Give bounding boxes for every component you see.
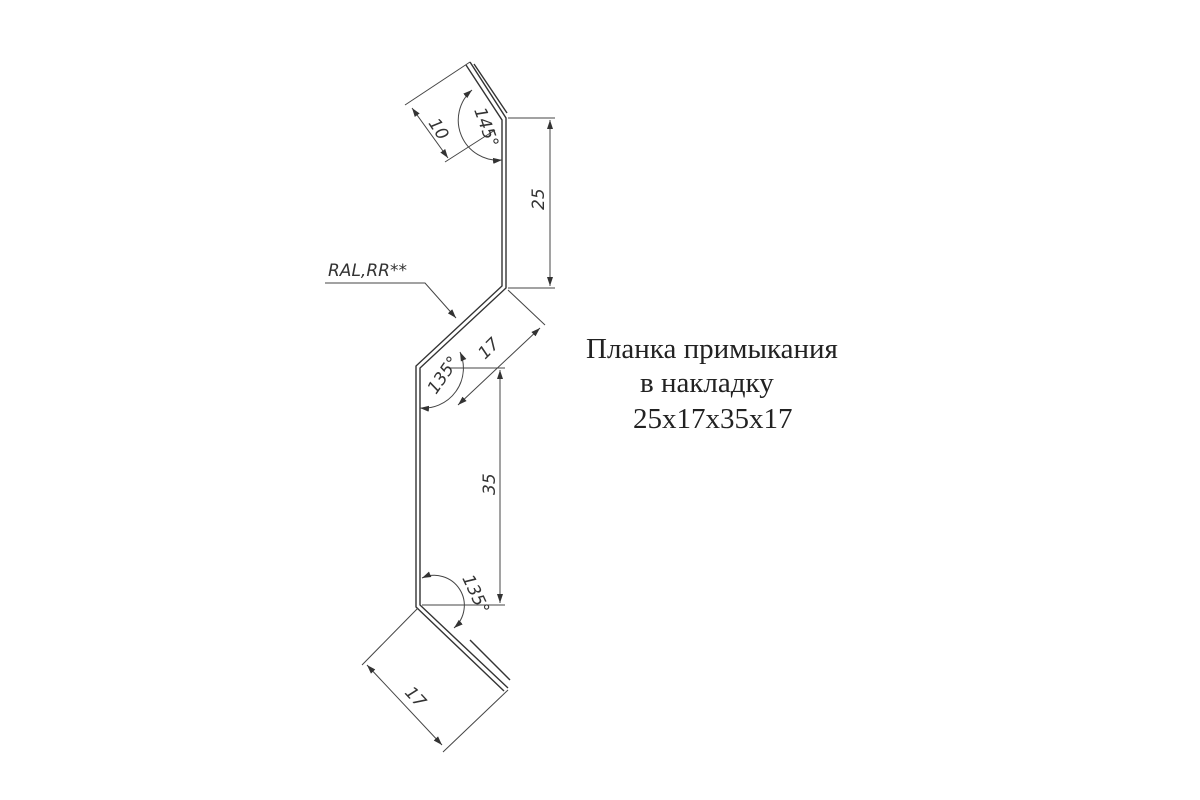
- dim-top-flange: 10: [424, 115, 453, 144]
- dim-lower-vertical: 35: [480, 473, 500, 495]
- title-line-1: Планка примыкания: [586, 333, 838, 365]
- dimension-lines: [325, 61, 555, 753]
- dim-bottom-diagonal: 17: [400, 683, 430, 713]
- dim-upper-diagonal: 17: [474, 334, 504, 364]
- title-line-3: 25x17x35x17: [633, 403, 793, 435]
- dim-upper-vertical: 25: [529, 188, 549, 210]
- title-line-2: в накладку: [640, 367, 774, 399]
- coating-label: RAL,RR**: [328, 261, 407, 281]
